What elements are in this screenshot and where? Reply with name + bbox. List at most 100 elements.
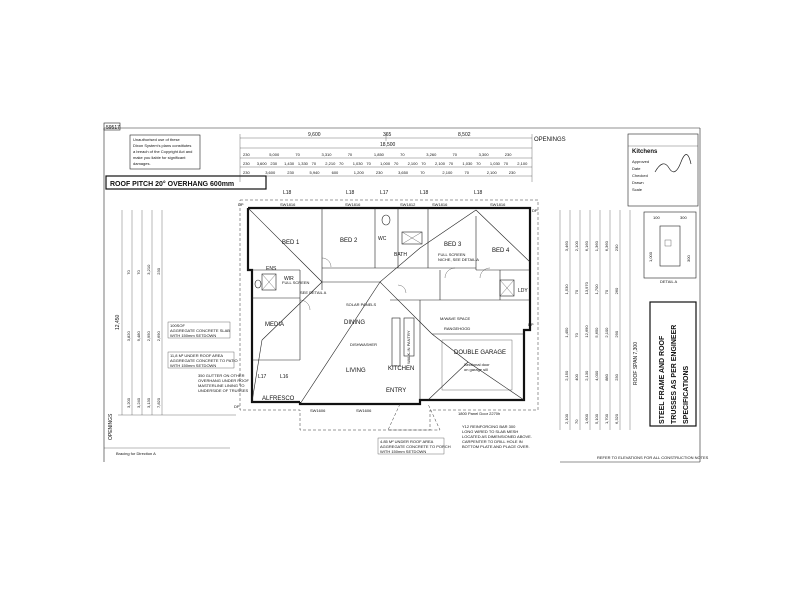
dim-row4-2: 230 [270, 161, 277, 166]
outer-wall-left [246, 208, 300, 404]
room-alfresco: ALFRESCO [262, 396, 295, 402]
svg-text:4.85 M² UNDER ROOF AREA: 4.85 M² UNDER ROOF AREA [380, 439, 434, 444]
room-kitchen: KITCHEN [388, 366, 414, 372]
left-dim-11: 230 [156, 267, 161, 274]
code-sw-5: SW1816 [490, 202, 506, 207]
right-dim-14: 6,160 [584, 240, 589, 251]
room-bed1: BED 1 [282, 240, 300, 246]
bracing-note: Bracing for Direction A [116, 451, 156, 456]
note-walkin: WALK-IN PANTRY [406, 330, 411, 364]
roof-pitch-box [105, 175, 267, 190]
left-openings-label: OPENINGS [108, 413, 114, 440]
note-rangehood: RANGEHOOD [444, 326, 470, 331]
steel-frame-note: STEEL FRAME AND ROOF TRUSSES AS PER ENGI… [649, 301, 697, 427]
steel-note-1: STEEL FRAME AND ROOF [659, 335, 666, 424]
detail-dim-3: 1,000 [648, 251, 653, 262]
lintel-4: L18 [420, 190, 429, 196]
right-dim-3: 1,530 [564, 284, 569, 295]
dim-row4-16: 1,030 [462, 161, 473, 166]
code-dp-3: DP [234, 404, 240, 409]
room-ens: ENS [266, 266, 277, 272]
stamp-title: Kitchens [632, 149, 658, 155]
right-dim-7: 70 [574, 332, 579, 337]
dim-row5-11: 2,100 [487, 170, 498, 175]
dim-row4-3: 1,430 [284, 161, 295, 166]
dim-row4-6: 2,210 [325, 161, 336, 166]
lintel-1: L18 [283, 190, 292, 196]
right-dim-29: 230 [614, 244, 619, 251]
right-dim-2: 1,450 [564, 327, 569, 338]
left-dim-3: 3,240 [136, 397, 141, 408]
right-dim-28: 260 [614, 287, 619, 294]
copyright-line-3: a breach of the Copyright Act and [133, 149, 192, 154]
right-dim-0: 2,100 [564, 413, 569, 424]
dim-row4-5: 70 [312, 161, 317, 166]
dim-row5-2: 230 [287, 170, 294, 175]
svg-text:AGGREGATE CONCRETE TO PORCH: AGGREGATE CONCRETE TO PORCH [380, 444, 451, 449]
dim-row4-15: 70 [449, 161, 454, 166]
code-sw-2: SW1816 [345, 202, 361, 207]
roof-pitch-text: ROOF PITCH 20° OVERHANG 600mm [110, 180, 234, 188]
left-dim-2: 70 [126, 269, 131, 274]
room-entry: ENTRY [386, 388, 406, 394]
left-dim-7: 2,950 [146, 331, 151, 342]
dim-row4-1: 3,600 [257, 161, 268, 166]
gutter-note: 350 GUTTER ON OTHER OVERHANG UNDER ROOF … [198, 373, 249, 393]
code-sw-3: SW1812 [400, 202, 416, 207]
dim-row3-9: 3,300 [479, 152, 490, 157]
dim-overall-left: 9,600 [308, 132, 321, 138]
dim-row5-0: 230 [243, 170, 250, 175]
svg-text:CARPENTER TO DRILL HOLE IN: CARPENTER TO DRILL HOLE IN [462, 439, 523, 444]
slab-note: 100SOF AGGREGATE CONCRETE SLAB WITH 150m… [167, 321, 230, 339]
right-dim-6: 400 [574, 373, 579, 380]
dim-overall-right: 8,502 [458, 132, 471, 138]
dim-row3-1: 5,000 [269, 152, 280, 157]
right-dim-9: 2,100 [574, 240, 579, 251]
dim-row3-4: 70 [348, 152, 353, 157]
stamp-line-1: Approved [632, 159, 649, 164]
code-dp-4: DP [528, 322, 534, 327]
left-dimensions: 12,450 OPENINGS 3,2003,820703,2409,48070… [108, 210, 236, 440]
svg-text:WITH 150mm SETDOWN: WITH 150mm SETDOWN [170, 333, 216, 338]
lintel-2: L18 [346, 190, 355, 196]
dim-overall-mid: 365 [383, 132, 392, 138]
outer-wall-right [248, 206, 532, 402]
note-see-detail: SEE DETAIL A [300, 290, 327, 295]
dim-row4-17: 70 [476, 161, 481, 166]
svg-text:UNDERSIDE OF TRUSSES: UNDERSIDE OF TRUSSES [198, 388, 248, 393]
stamp-line-2: Date [632, 166, 641, 171]
roof-span-label: ROOF SPAN 7,300 [633, 342, 639, 385]
dim-row5-10: 70 [465, 170, 470, 175]
right-dim-19: 1,360 [594, 240, 599, 251]
svg-text:1800 Panel Door 2270h: 1800 Panel Door 2270h [458, 411, 500, 416]
dim-row5-7: 3,650 [398, 170, 409, 175]
copyright-line-4: make you liable for significant [133, 155, 186, 160]
copyright-line-2: Dixon System's plans constitutes [133, 143, 191, 148]
note-full-screen-b: FULL SCREEN [282, 280, 310, 285]
dim-row3-8: 70 [453, 152, 458, 157]
right-dim-20: 1,700 [604, 413, 609, 424]
room-garage: DOUBLE GARAGE [454, 350, 506, 356]
right-dim-27: 290 [614, 330, 619, 337]
reinforcing-note: 1800 Panel Door 2270h Y12 REINFORCING BA… [458, 411, 532, 449]
dim-row4-20: 2,100 [517, 161, 528, 166]
svg-text:Y12 REINFORCING BAR 300: Y12 REINFORCING BAR 300 [462, 424, 516, 429]
detail-a-label: DETAIL A [660, 279, 677, 284]
note-sectional-1: Sectional door [464, 362, 490, 367]
svg-text:WITH 150mm SETDOWN: WITH 150mm SETDOWN [380, 449, 426, 454]
right-dim-23: 70 [604, 289, 609, 294]
detail-dim-4: 300 [686, 255, 691, 262]
dim-row4-11: 70 [394, 161, 399, 166]
footer-note: REFER TO ELEVATIONS FOR ALL CONSTRUCTION… [597, 455, 709, 460]
code-sw-4: SW1816 [432, 202, 448, 207]
right-dim-11: 2,130 [584, 370, 589, 381]
dim-row3-7: 3,260 [426, 152, 437, 157]
dim-row4-19: 70 [504, 161, 509, 166]
dim-row4-10: 1,000 [380, 161, 391, 166]
right-dim-17: 5,650 [594, 327, 599, 338]
dim-row3-0: 230 [243, 152, 250, 157]
svg-text:BOTTOM PLATE AND PLACE OVER.: BOTTOM PLATE AND PLACE OVER. [462, 444, 530, 449]
lintel-l16: L16 [280, 374, 289, 380]
left-dim-values: 3,2003,820703,2409,480703,1302,9503,2107… [126, 264, 161, 408]
